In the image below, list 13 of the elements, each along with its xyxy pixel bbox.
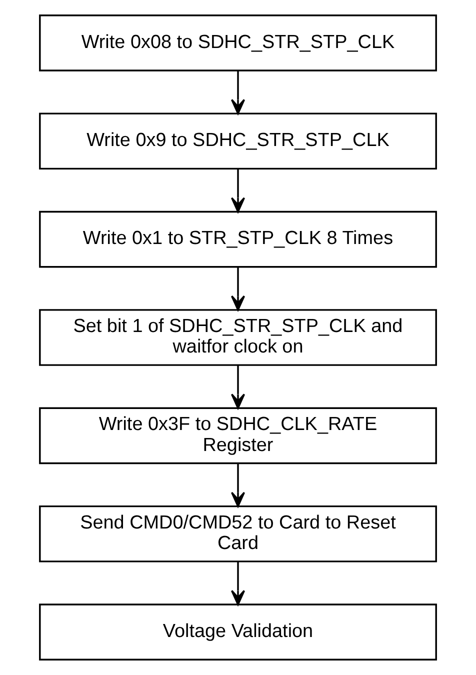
arrow — [230, 168, 246, 213]
node-box: Send CMD0/CMD52 to Card to Reset Card — [39, 505, 437, 562]
node-box: Write 0x08 to SDHC_STR_STP_CLK — [39, 14, 437, 72]
node-box: Write 0x1 to STR_STP_CLK 8 Times — [39, 210, 437, 268]
node-box: Write 0x9 to SDHC_STR_STP_CLK — [39, 112, 437, 170]
node-box: Write 0x3F to SDHC_CLK_RATE Register — [39, 407, 437, 464]
arrow — [230, 562, 246, 606]
arrow — [230, 70, 246, 114]
node-box: Voltage Validation — [39, 604, 437, 660]
node-box: Set bit 1 of SDHC_STR_STP_CLK and waitfor clock on — [39, 309, 437, 366]
arrow — [230, 266, 246, 311]
arrow — [230, 365, 246, 409]
arrow — [230, 463, 246, 508]
